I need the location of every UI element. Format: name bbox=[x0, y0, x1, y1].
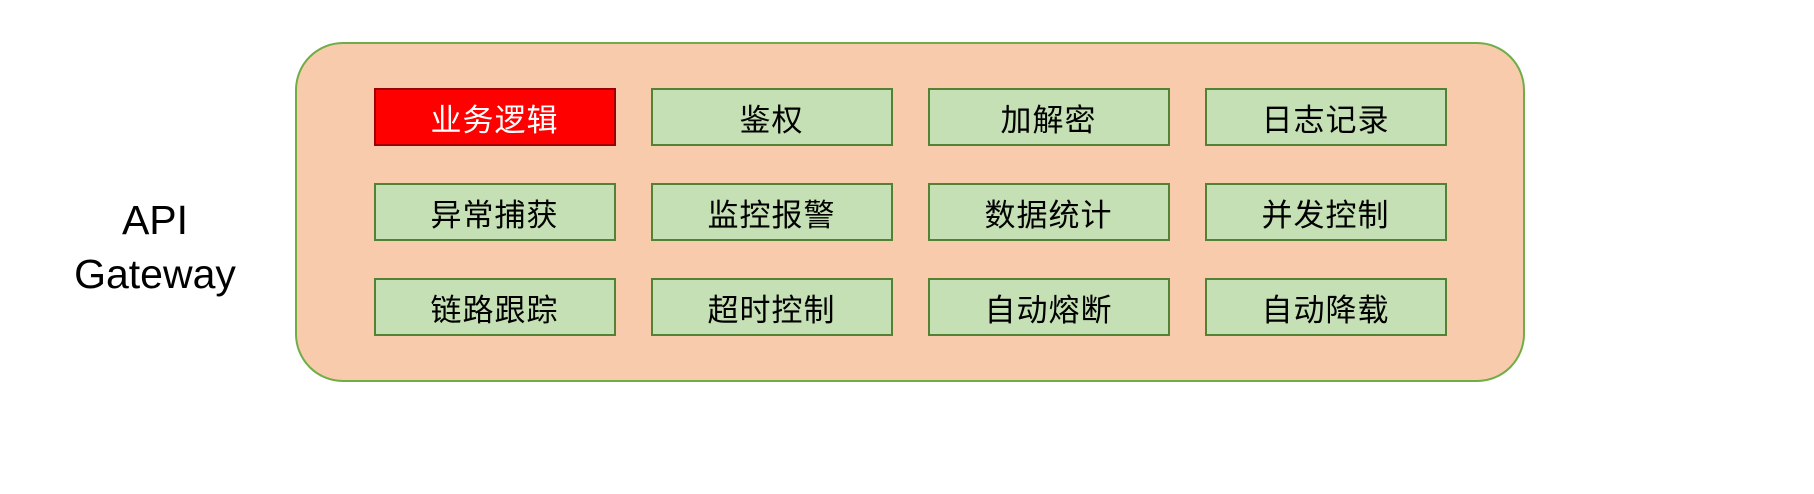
feature-box-timeout-control: 超时控制 bbox=[650, 278, 893, 336]
api-gateway-label-line2: Gateway bbox=[74, 251, 236, 297]
feature-box-label: 加解密 bbox=[1000, 102, 1097, 138]
feature-box-label: 并发控制 bbox=[1261, 197, 1390, 233]
feature-box-encryption: 加解密 bbox=[927, 88, 1170, 146]
api-gateway-container: 业务逻辑 鉴权 加解密 日志记录 异常捕获 监控报警 数据统计 并发控制 链路跟… bbox=[295, 42, 1525, 382]
feature-grid: 业务逻辑 鉴权 加解密 日志记录 异常捕获 监控报警 数据统计 并发控制 链路跟… bbox=[297, 44, 1523, 380]
feature-box-label: 链路跟踪 bbox=[430, 292, 559, 328]
feature-box-label: 鉴权 bbox=[739, 102, 804, 138]
api-gateway-label: API Gateway bbox=[30, 0, 280, 494]
feature-box-logging: 日志记录 bbox=[1204, 88, 1447, 146]
feature-box-trace-tracking: 链路跟踪 bbox=[373, 278, 616, 336]
feature-box-label: 监控报警 bbox=[707, 197, 836, 233]
feature-box-auto-load-shedding: 自动降载 bbox=[1204, 278, 1447, 336]
feature-box-label: 数据统计 bbox=[984, 197, 1113, 233]
feature-box-auto-circuit-break: 自动熔断 bbox=[927, 278, 1170, 336]
feature-box-label: 超时控制 bbox=[707, 292, 836, 328]
feature-box-data-statistics: 数据统计 bbox=[927, 183, 1170, 241]
feature-box-label: 业务逻辑 bbox=[430, 102, 559, 138]
feature-box-monitoring-alert: 监控报警 bbox=[650, 183, 893, 241]
feature-box-label: 日志记录 bbox=[1261, 102, 1390, 138]
feature-box-label: 自动降载 bbox=[1261, 292, 1390, 328]
feature-box-label: 自动熔断 bbox=[984, 292, 1113, 328]
feature-box-concurrency-control: 并发控制 bbox=[1204, 183, 1447, 241]
feature-box-label: 异常捕获 bbox=[430, 197, 559, 233]
feature-box-exception-capture: 异常捕获 bbox=[373, 183, 616, 241]
feature-box-business-logic: 业务逻辑 bbox=[373, 88, 616, 146]
api-gateway-label-line1: API bbox=[121, 196, 189, 243]
feature-box-authentication: 鉴权 bbox=[650, 88, 893, 146]
